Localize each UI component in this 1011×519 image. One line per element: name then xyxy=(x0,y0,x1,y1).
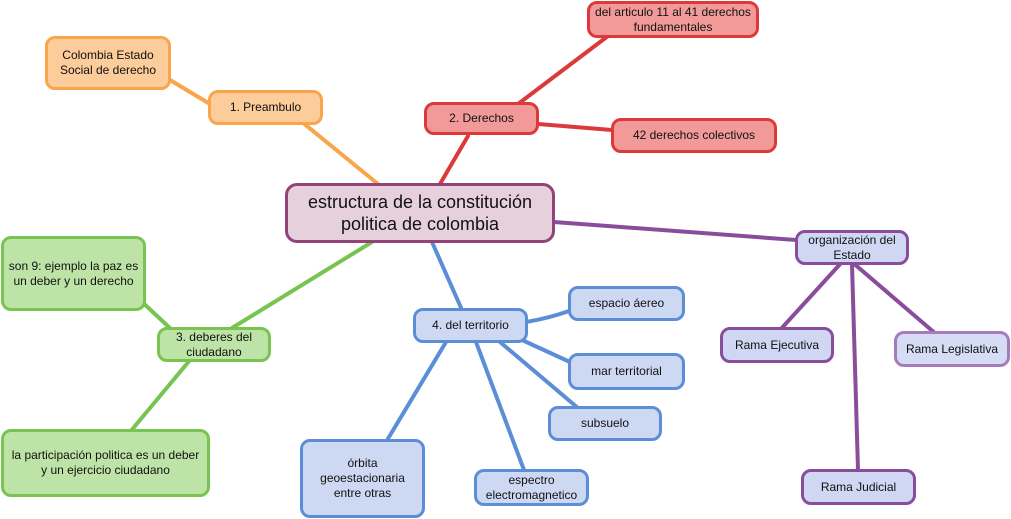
node-espacio-aereo[interactable]: espacio áereo xyxy=(568,286,685,321)
link-territorio-espectro xyxy=(474,340,526,472)
link-deberes-participacion xyxy=(128,358,192,434)
link-territorio-orbita xyxy=(384,340,448,444)
link-territorio-espacio xyxy=(524,308,574,324)
link-central-preambulo xyxy=(300,120,380,186)
link-territorio-subsuelo xyxy=(498,340,580,410)
node-rama-legislativa[interactable]: Rama Legislativa xyxy=(894,331,1010,367)
node-rama-judicial[interactable]: Rama Judicial xyxy=(801,469,916,505)
link-preambulo-estado xyxy=(168,78,212,106)
link-central-derechos xyxy=(438,134,470,186)
central-topic[interactable]: estructura de la constitución politica d… xyxy=(285,183,555,243)
link-central-organizacion xyxy=(552,220,798,242)
node-rama-ejecutiva[interactable]: Rama Ejecutiva xyxy=(720,327,834,363)
link-organizacion-ejecutiva xyxy=(778,260,844,332)
node-deber-paz[interactable]: son 9: ejemplo la paz es un deber y un d… xyxy=(1,236,146,311)
node-mar-territorial[interactable]: mar territorial xyxy=(568,353,685,390)
node-orbita[interactable]: órbita geoestacionaria entre otras xyxy=(300,439,425,518)
node-derechos[interactable]: 2. Derechos xyxy=(424,102,539,135)
node-derechos-colectivos[interactable]: 42 derechos colectivos xyxy=(611,118,777,153)
node-preambulo[interactable]: 1. Preambulo xyxy=(208,90,323,125)
link-central-deberes xyxy=(230,240,374,330)
node-estado-social[interactable]: Colombia Estado Social de derecho xyxy=(45,36,171,90)
node-deber-participacion[interactable]: la participación politica es un deber y … xyxy=(1,429,210,497)
node-organizacion[interactable]: organización del Estado xyxy=(795,230,909,265)
node-subsuelo[interactable]: subsuelo xyxy=(548,406,662,441)
link-derechos-colectivos xyxy=(536,122,614,132)
node-territorio[interactable]: 4. del territorio xyxy=(413,308,528,343)
link-organizacion-judicial xyxy=(850,262,860,472)
node-espectro[interactable]: espectro electromagnetico xyxy=(474,469,589,506)
link-deberes-paz xyxy=(138,298,174,332)
node-derechos-fundamentales[interactable]: del articulo 11 al 41 derechos fundament… xyxy=(587,1,759,38)
link-organizacion-legislativa xyxy=(850,260,938,336)
link-central-territorio xyxy=(430,240,464,312)
link-territorio-mar xyxy=(520,338,572,364)
link-derechos-fundamentales xyxy=(516,34,610,106)
node-deberes[interactable]: 3. deberes del ciudadano xyxy=(157,327,271,362)
